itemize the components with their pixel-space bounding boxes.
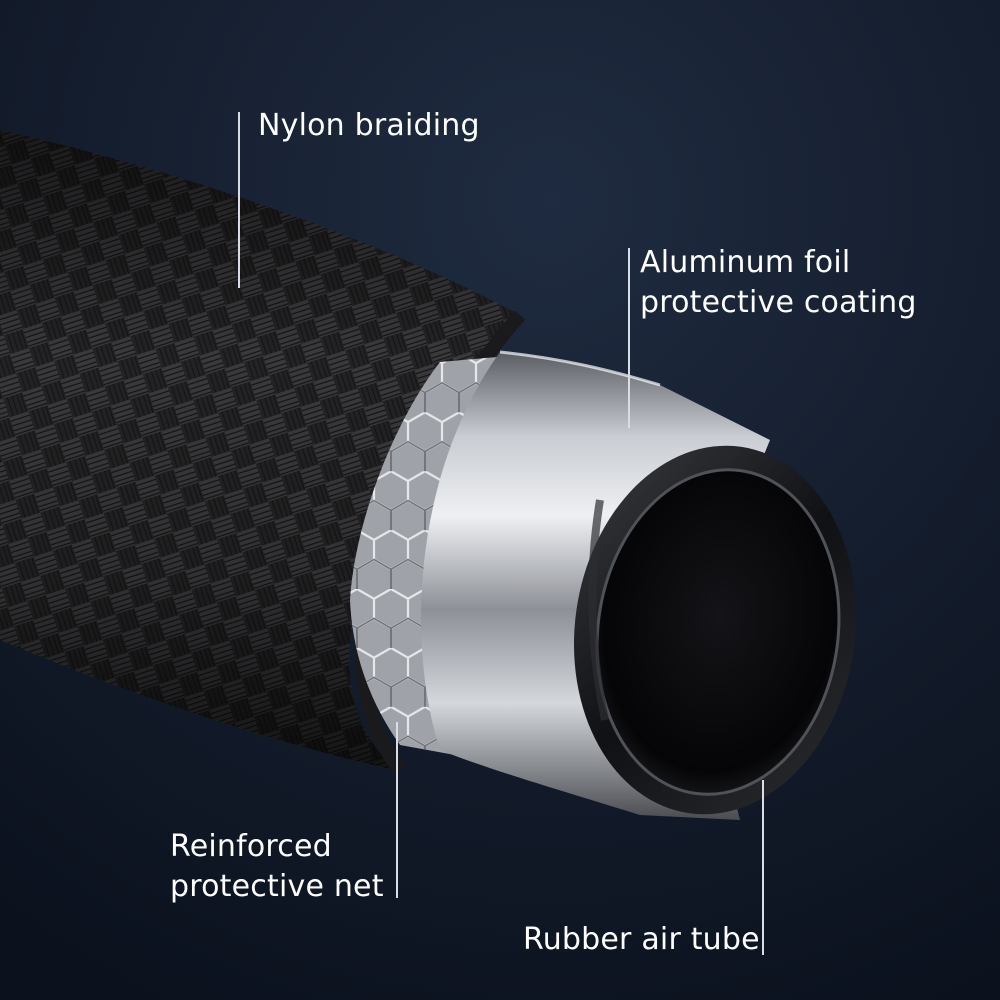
rubber-tube-leader <box>762 780 764 955</box>
aluminum-foil-line-2: protective coating <box>640 285 917 320</box>
aluminum-foil-leader <box>628 248 630 428</box>
reinforced-net-leader <box>396 722 398 898</box>
nylon-braiding-leader <box>238 112 240 288</box>
nylon-braiding-label: Nylon braiding <box>258 106 480 146</box>
aluminum-foil-label: Aluminum foil protective coating <box>640 243 917 323</box>
rubber-tube-line-1: Rubber air tube <box>523 922 760 957</box>
rubber-tube-layer <box>573 445 857 815</box>
reinforced-net-label: Reinforced protective net <box>170 827 384 907</box>
rubber-tube-label: Rubber air tube <box>523 920 760 960</box>
aluminum-foil-line-1: Aluminum foil <box>640 245 851 280</box>
nylon-braiding-line-1: Nylon braiding <box>258 108 480 143</box>
reinforced-net-line-2: protective net <box>170 869 384 904</box>
reinforced-net-line-1: Reinforced <box>170 829 332 864</box>
